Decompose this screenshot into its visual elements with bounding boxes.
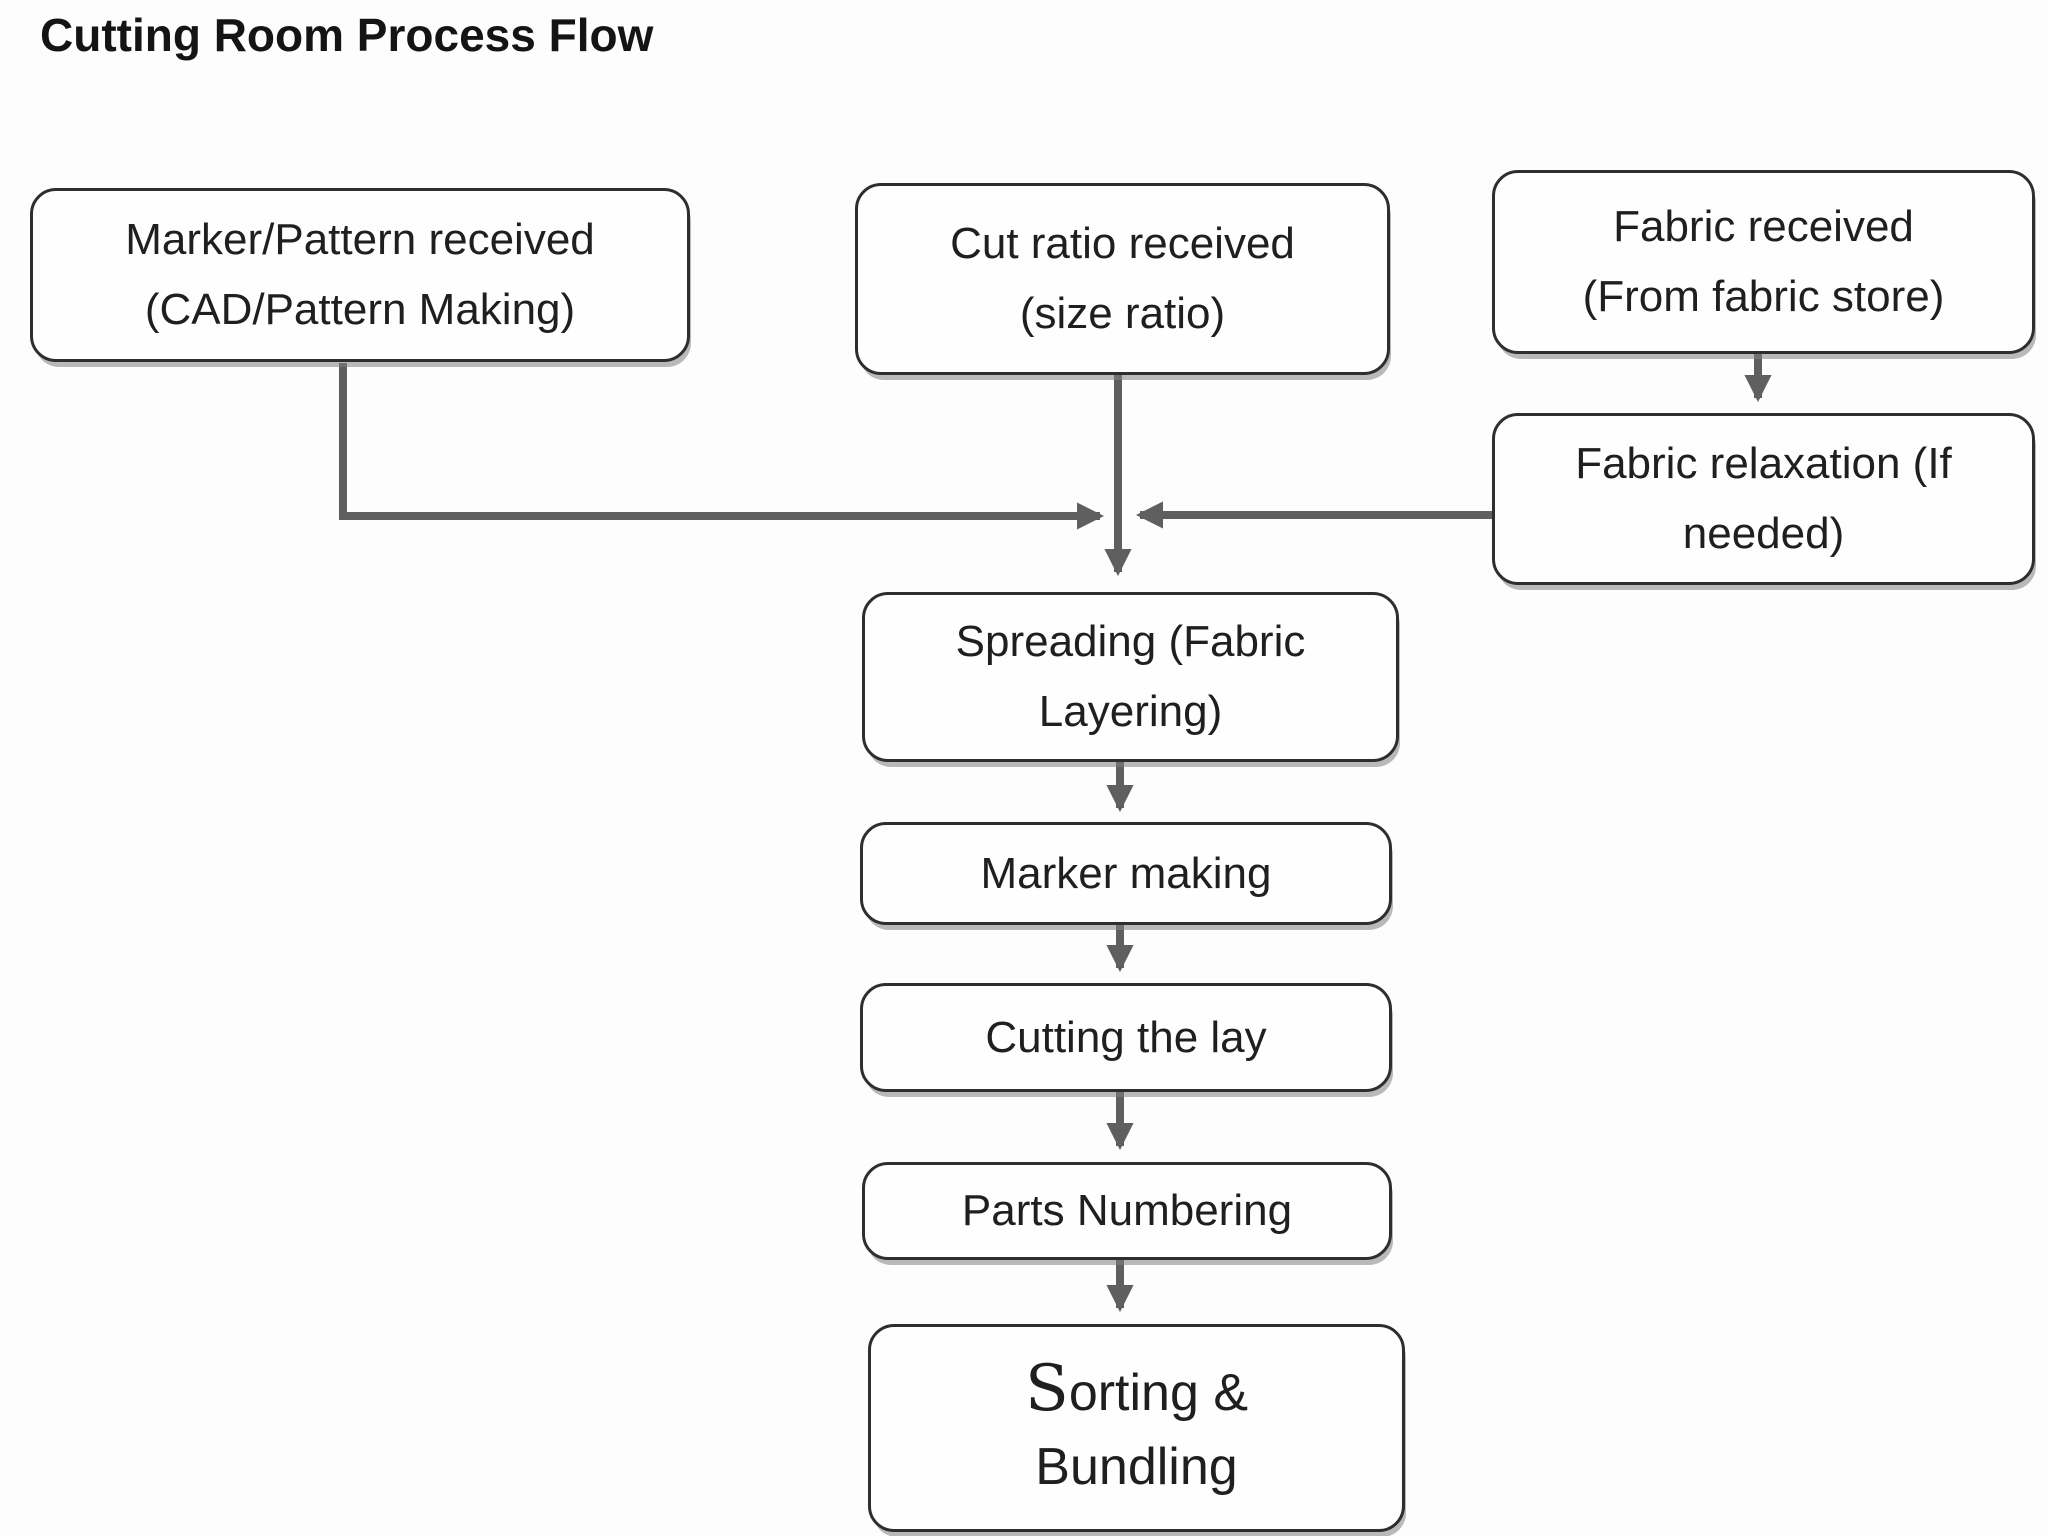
node-label-initial: S xyxy=(1024,1352,1069,1426)
node-label: Cutting the lay xyxy=(985,1012,1267,1062)
node-label: Spreading (Fabric xyxy=(955,617,1306,666)
node-label: Layering) xyxy=(1038,687,1223,736)
node-label: Bundling xyxy=(1035,1438,1238,1496)
node-fabric-received: Fabric received (From fabric store) xyxy=(1492,170,2035,354)
node-marker-making: Marker making xyxy=(860,822,1392,925)
page-title: Cutting Room Process Flow xyxy=(40,9,654,61)
node-cut-ratio-received: Cut ratio received (size ratio) xyxy=(855,183,1390,375)
node-cutting-the-lay: Cutting the lay xyxy=(860,983,1392,1092)
node-spreading: Spreading (Fabric Layering) xyxy=(862,592,1399,762)
node-label: Fabric received xyxy=(1613,202,1914,251)
node-label: (size ratio) xyxy=(1019,289,1226,338)
node-label: Sorting & xyxy=(1024,1352,1249,1426)
edge-marker-pattern-to-merge-arrow xyxy=(339,363,1105,530)
node-parts-numbering: Parts Numbering xyxy=(862,1162,1392,1260)
node-label: Marker/Pattern received xyxy=(125,215,595,264)
node-label: Parts Numbering xyxy=(961,1186,1293,1235)
node-label: (From fabric store) xyxy=(1582,272,1945,321)
node-label: needed) xyxy=(1682,509,1845,558)
node-label: Cut ratio received xyxy=(950,219,1295,268)
node-label: Marker making xyxy=(980,848,1272,898)
node-label: Fabric relaxation (If xyxy=(1575,439,1952,488)
node-label: (CAD/Pattern Making) xyxy=(144,285,576,334)
node-sorting-bundling: Sorting & Bundling xyxy=(868,1324,1405,1532)
node-marker-pattern-received: Marker/Pattern received (CAD/Pattern Mak… xyxy=(30,188,690,362)
node-fabric-relaxation: Fabric relaxation (If needed) xyxy=(1492,413,2035,585)
